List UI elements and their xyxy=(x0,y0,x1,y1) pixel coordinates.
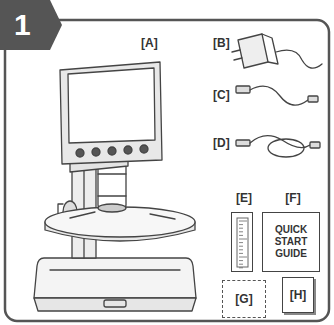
part-letter: [F] xyxy=(260,190,326,206)
part-box: [G] xyxy=(222,280,266,318)
part-letter: [B] xyxy=(212,36,231,50)
quick-guide-box: [F] QUICK START GUIDE xyxy=(260,190,326,272)
part-letter: [G] xyxy=(235,292,252,306)
power-adapter xyxy=(232,34,322,68)
part-letter: [A] xyxy=(140,36,159,50)
slide-box: [E] xyxy=(226,190,262,272)
part-letter: [E] xyxy=(226,190,262,206)
microscope-drawing xyxy=(34,62,196,311)
step-badge: 1 xyxy=(0,0,62,50)
badge-hexagon xyxy=(0,0,62,50)
panel-frame xyxy=(5,20,329,321)
ruler-marks xyxy=(233,214,252,271)
guide-title: QUICK START GUIDE xyxy=(265,224,317,260)
part-letter: [D] xyxy=(212,136,231,150)
guide-outline: QUICK START GUIDE xyxy=(262,212,320,272)
badge-shape xyxy=(0,0,62,50)
part-letter: [C] xyxy=(212,88,231,102)
av-cable xyxy=(236,136,320,157)
slide-outline xyxy=(231,212,253,272)
step-number: 1 xyxy=(14,8,31,42)
part-box: [H] xyxy=(282,277,314,313)
part-letter: [H] xyxy=(290,288,307,302)
usb-cable xyxy=(236,86,318,105)
